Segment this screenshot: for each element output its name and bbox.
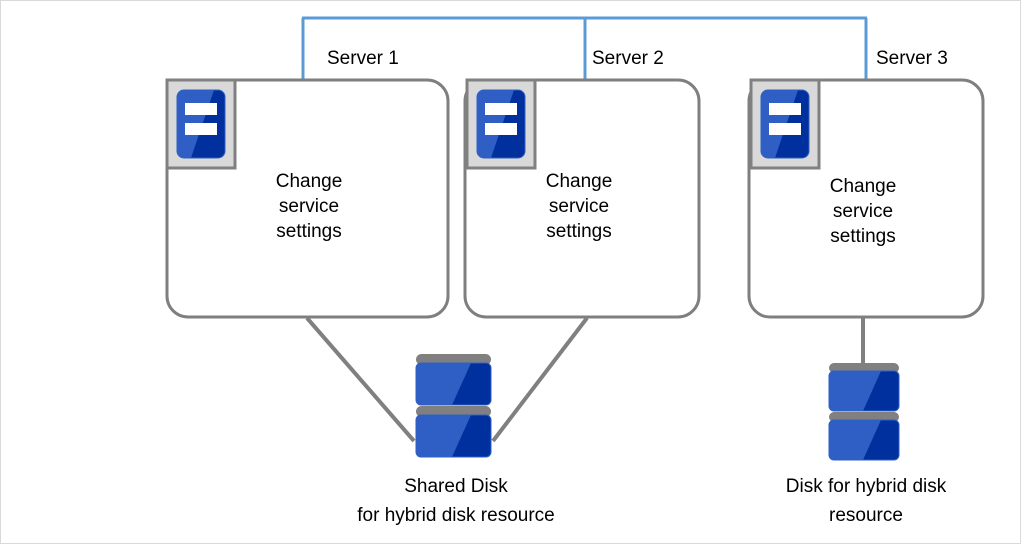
server-box-1 [165,78,450,319]
local-disk-caption: Disk for hybrid disk resource [785,476,947,526]
link-server2-shared-disk [491,316,589,443]
link-server1-shared-disk [305,316,416,443]
server-icon [465,78,537,170]
server-body-text-2: Change service settings [545,171,613,242]
server-body-text-1: Change service settings [275,171,343,242]
shared-disk-caption: Shared Disk for hybrid disk resource [357,476,555,526]
server-label-1: Server 1 [327,48,399,69]
bracket-connector-blue [301,16,868,80]
disk-stack-icon [415,354,492,458]
disk-stack-icon [828,363,900,461]
server-label-2: Server 2 [592,48,664,69]
server-icon [749,78,821,170]
server-body-text-3: Change service settings [829,176,897,247]
server-icon [165,78,237,170]
server-label-3: Server 3 [876,48,948,69]
